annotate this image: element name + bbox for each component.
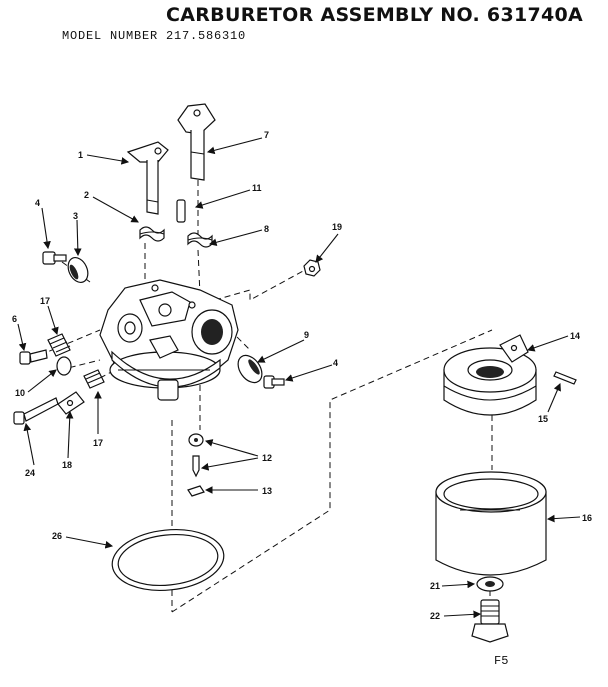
callout-21: 21 — [430, 581, 440, 591]
callout-3: 3 — [73, 211, 78, 221]
callout-4-lower: 4 — [333, 358, 338, 368]
part-2-spring — [139, 226, 165, 242]
part-19-nut — [303, 259, 321, 277]
part-9-throttle-plate — [237, 354, 263, 384]
callout-18: 18 — [62, 460, 72, 470]
callout-labels: 1 7 11 2 8 4 3 19 17 6 9 4 10 17 18 24 1… — [12, 130, 592, 621]
part-17-spring-lower — [83, 369, 105, 389]
part-1-choke-shaft — [126, 141, 169, 215]
part-7-throttle-shaft — [177, 103, 216, 181]
part-15-float-pin — [553, 371, 577, 385]
callout-6: 6 — [12, 314, 17, 324]
callout-24: 24 — [25, 468, 35, 478]
callout-15: 15 — [538, 414, 548, 424]
callout-9: 9 — [304, 330, 309, 340]
callout-17-upper: 17 — [40, 296, 50, 306]
part-18-bracket — [57, 391, 85, 415]
callout-16: 16 — [582, 513, 592, 523]
callout-1: 1 — [78, 150, 83, 160]
callout-4-upper: 4 — [35, 198, 40, 208]
part-16-float-bowl — [435, 471, 547, 576]
part-6-idle-screw — [19, 349, 48, 365]
model-number: MODEL NUMBER 217.586310 — [62, 29, 247, 43]
callout-12: 12 — [262, 453, 272, 463]
part-24-needle-screw — [13, 397, 59, 425]
page-reference: F5 — [494, 654, 509, 668]
page-title: CARBURETOR ASSEMBLY NO. 631740A — [166, 4, 584, 26]
part-14-float — [443, 334, 537, 416]
callout-22: 22 — [430, 611, 440, 621]
part-4-screw-lower — [263, 375, 285, 389]
part-12-needle-seat — [188, 433, 204, 478]
carburetor-body — [99, 279, 239, 401]
part-11-pin — [176, 199, 186, 223]
leader-lines — [17, 137, 581, 619]
part-8-spring — [187, 232, 213, 248]
callout-17-lower: 17 — [93, 438, 103, 448]
callout-11: 11 — [252, 183, 262, 193]
callout-7: 7 — [264, 130, 269, 140]
callout-19: 19 — [332, 222, 342, 232]
part-13-clip — [187, 485, 205, 497]
part-21-washer — [476, 576, 504, 592]
callout-14: 14 — [570, 331, 580, 341]
part-22-bowl-nut — [471, 599, 509, 643]
assembly-guide-lines — [39, 180, 493, 613]
part-10-washer — [56, 356, 72, 376]
part-4-screw-upper — [42, 251, 67, 265]
callout-2: 2 — [84, 190, 89, 200]
callout-10: 10 — [15, 388, 25, 398]
callout-8: 8 — [264, 224, 269, 234]
part-3-choke-plate — [67, 257, 89, 283]
part-17-spring-upper — [47, 333, 71, 357]
part-26-bowl-gasket — [111, 528, 225, 592]
callout-13: 13 — [262, 486, 272, 496]
callout-26: 26 — [52, 531, 62, 541]
